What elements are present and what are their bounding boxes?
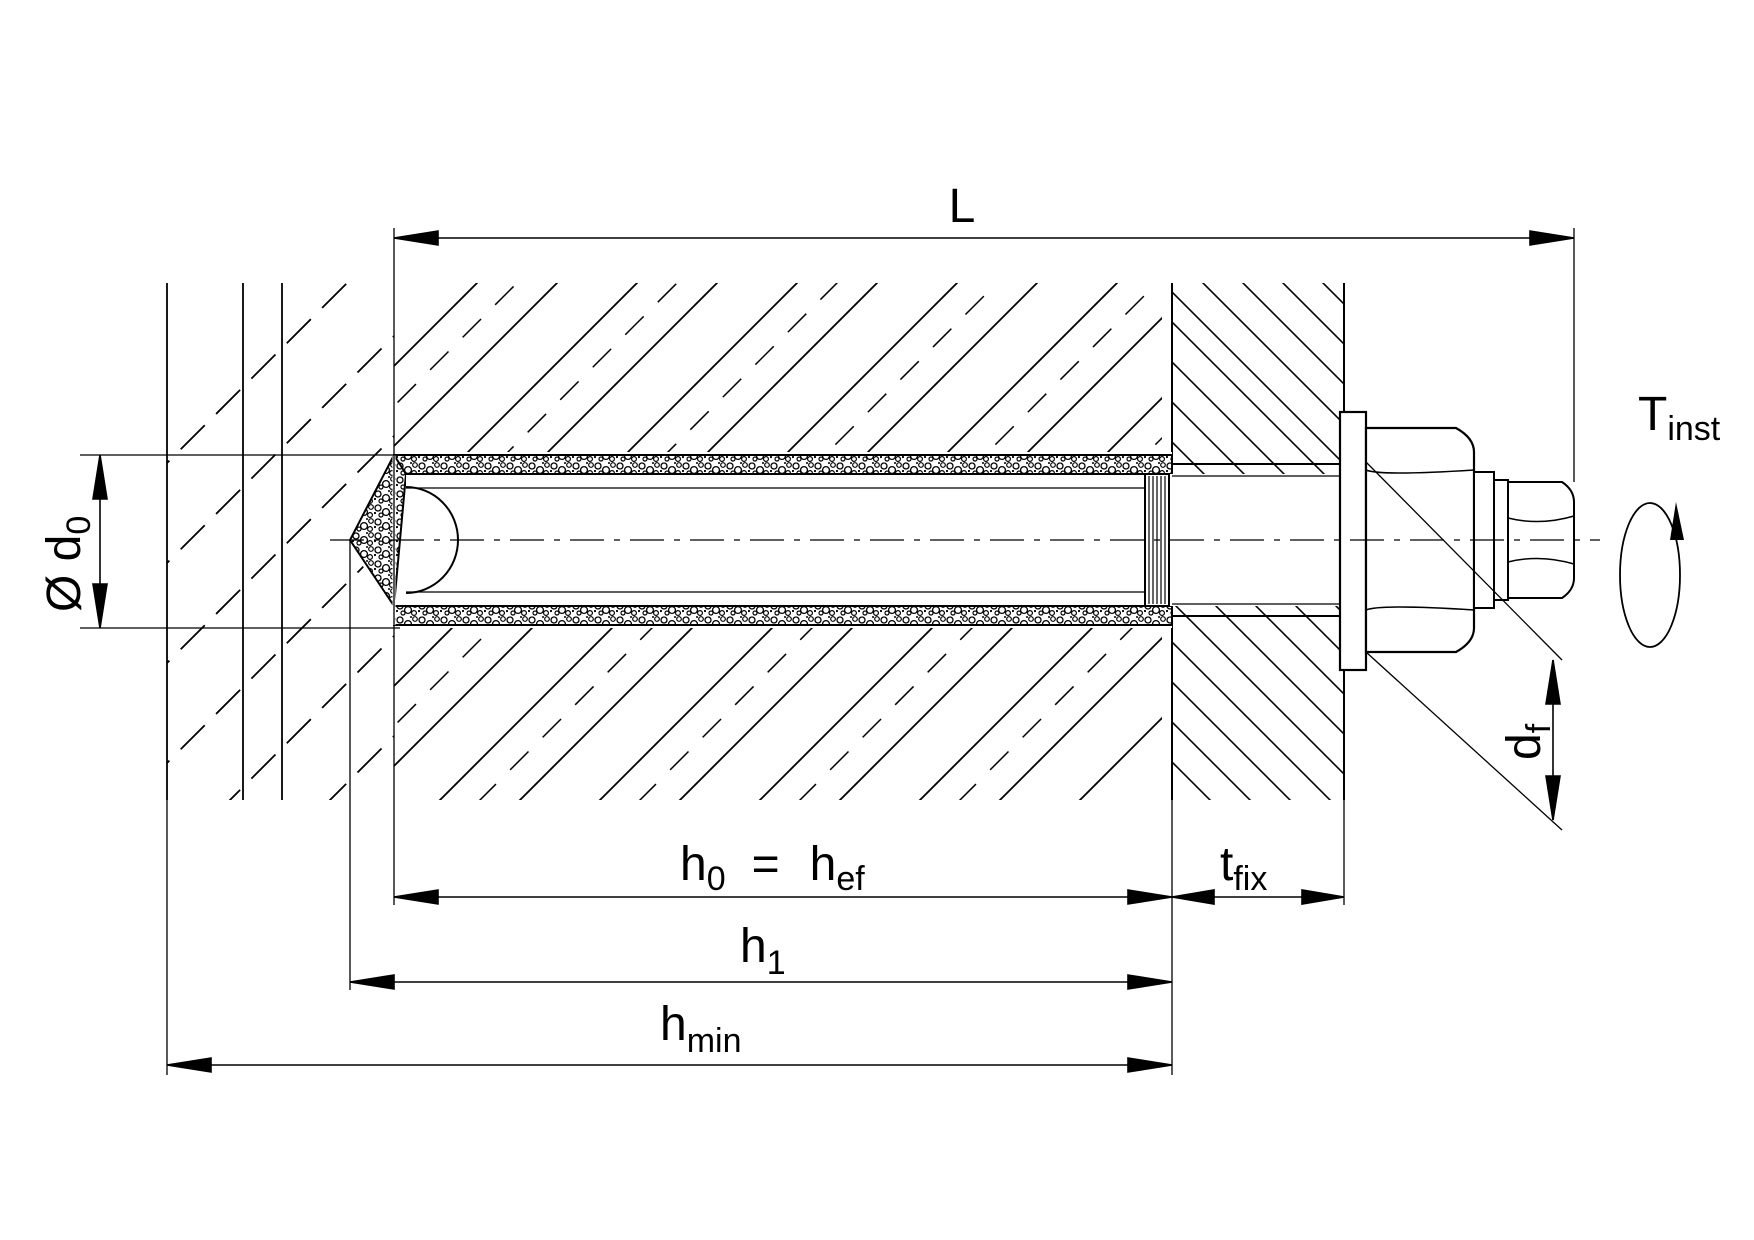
- mortar-bottom-band: [393, 605, 1173, 626]
- dim-label-h1: h1: [740, 920, 786, 982]
- rod-knurled-ring: [1144, 473, 1170, 607]
- dim-label-d0: Ø d0: [38, 516, 98, 612]
- extension-lines: [80, 228, 1575, 1075]
- dim-label-L: L: [949, 180, 976, 233]
- base-material-break-lines: [166, 283, 283, 800]
- dimension-lines: [92, 230, 1575, 1073]
- torque-arrow-icon: [1619, 502, 1684, 648]
- dim-label-hmin: hmin: [660, 998, 742, 1060]
- mortar-top-band: [393, 454, 1173, 475]
- dim-label-tfix: tfix: [1220, 838, 1267, 898]
- base-material-left-hatch: [167, 283, 394, 800]
- dim-label-h0-hef: h0=hef: [680, 838, 865, 898]
- dim-label-df: df: [1498, 723, 1558, 760]
- washer: [1338, 410, 1368, 672]
- torque-label-tinst: Tinst: [1638, 388, 1721, 448]
